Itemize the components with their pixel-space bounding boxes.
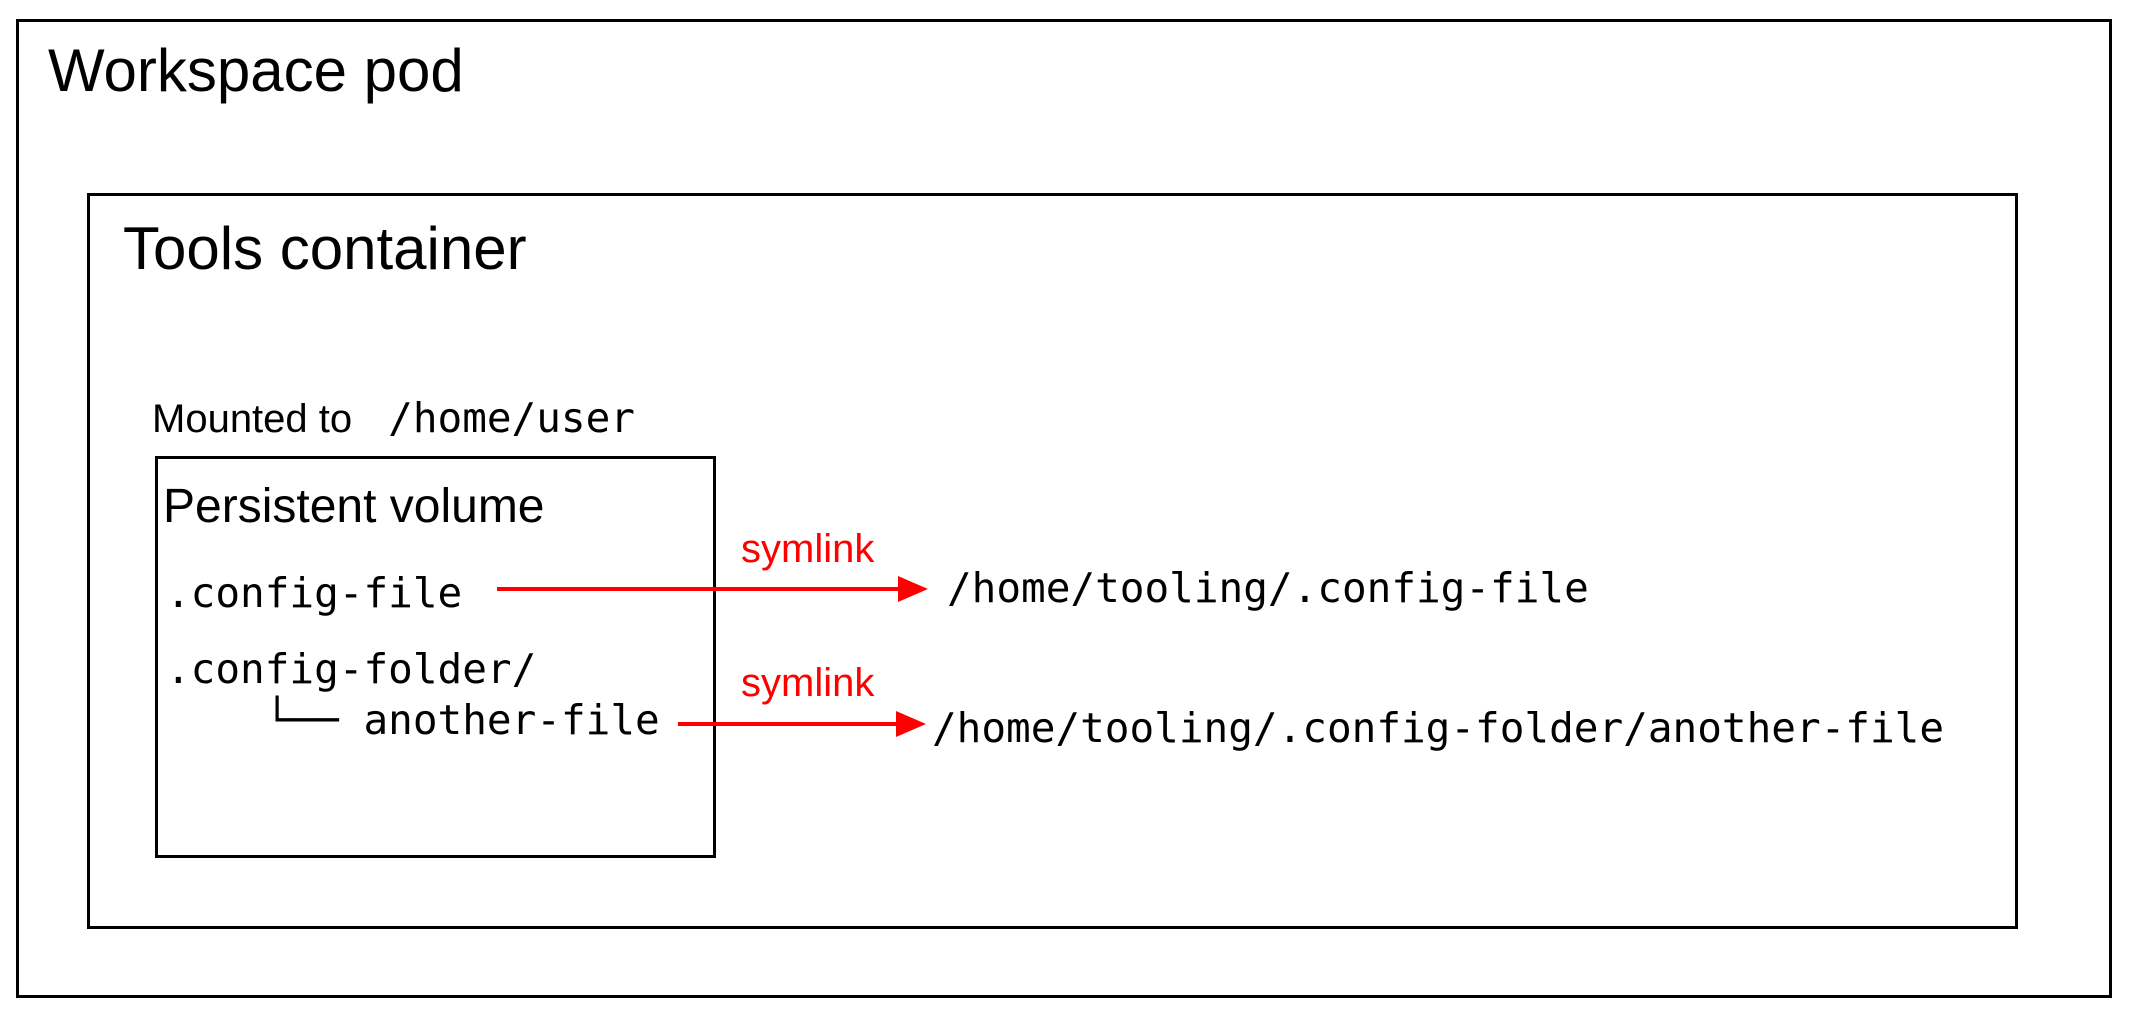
workspace-pod-label: Workspace pod (48, 37, 464, 104)
mount-path: /home/user (388, 394, 635, 442)
workspace-pod-box (16, 19, 2112, 998)
symlink-arrow-1-line (497, 587, 900, 591)
arrowhead-right-icon (896, 711, 926, 737)
file-entry-config-folder: .config-folder/ (166, 645, 537, 693)
mount-label: Mounted to (152, 397, 353, 441)
symlink-target-1: /home/tooling/.config-file (947, 564, 1589, 612)
arrowhead-right-icon (898, 576, 928, 602)
tools-container-box (87, 193, 2018, 929)
symlink-target-2: /home/tooling/.config-folder/another-fil… (932, 704, 1945, 752)
tools-container-label: Tools container (123, 215, 527, 282)
symlink-label-2: symlink (741, 661, 875, 705)
persistent-volume-label: Persistent volume (163, 480, 545, 533)
mount-annotation: Mounted to/home/user (152, 394, 635, 442)
persistent-volume-box (155, 456, 716, 858)
symlink-label-1: symlink (741, 527, 875, 571)
symlink-arrow-2-line (678, 722, 900, 726)
tree-child-another-file: └── another-file (166, 696, 660, 744)
file-entry-config-file: .config-file (166, 569, 463, 617)
